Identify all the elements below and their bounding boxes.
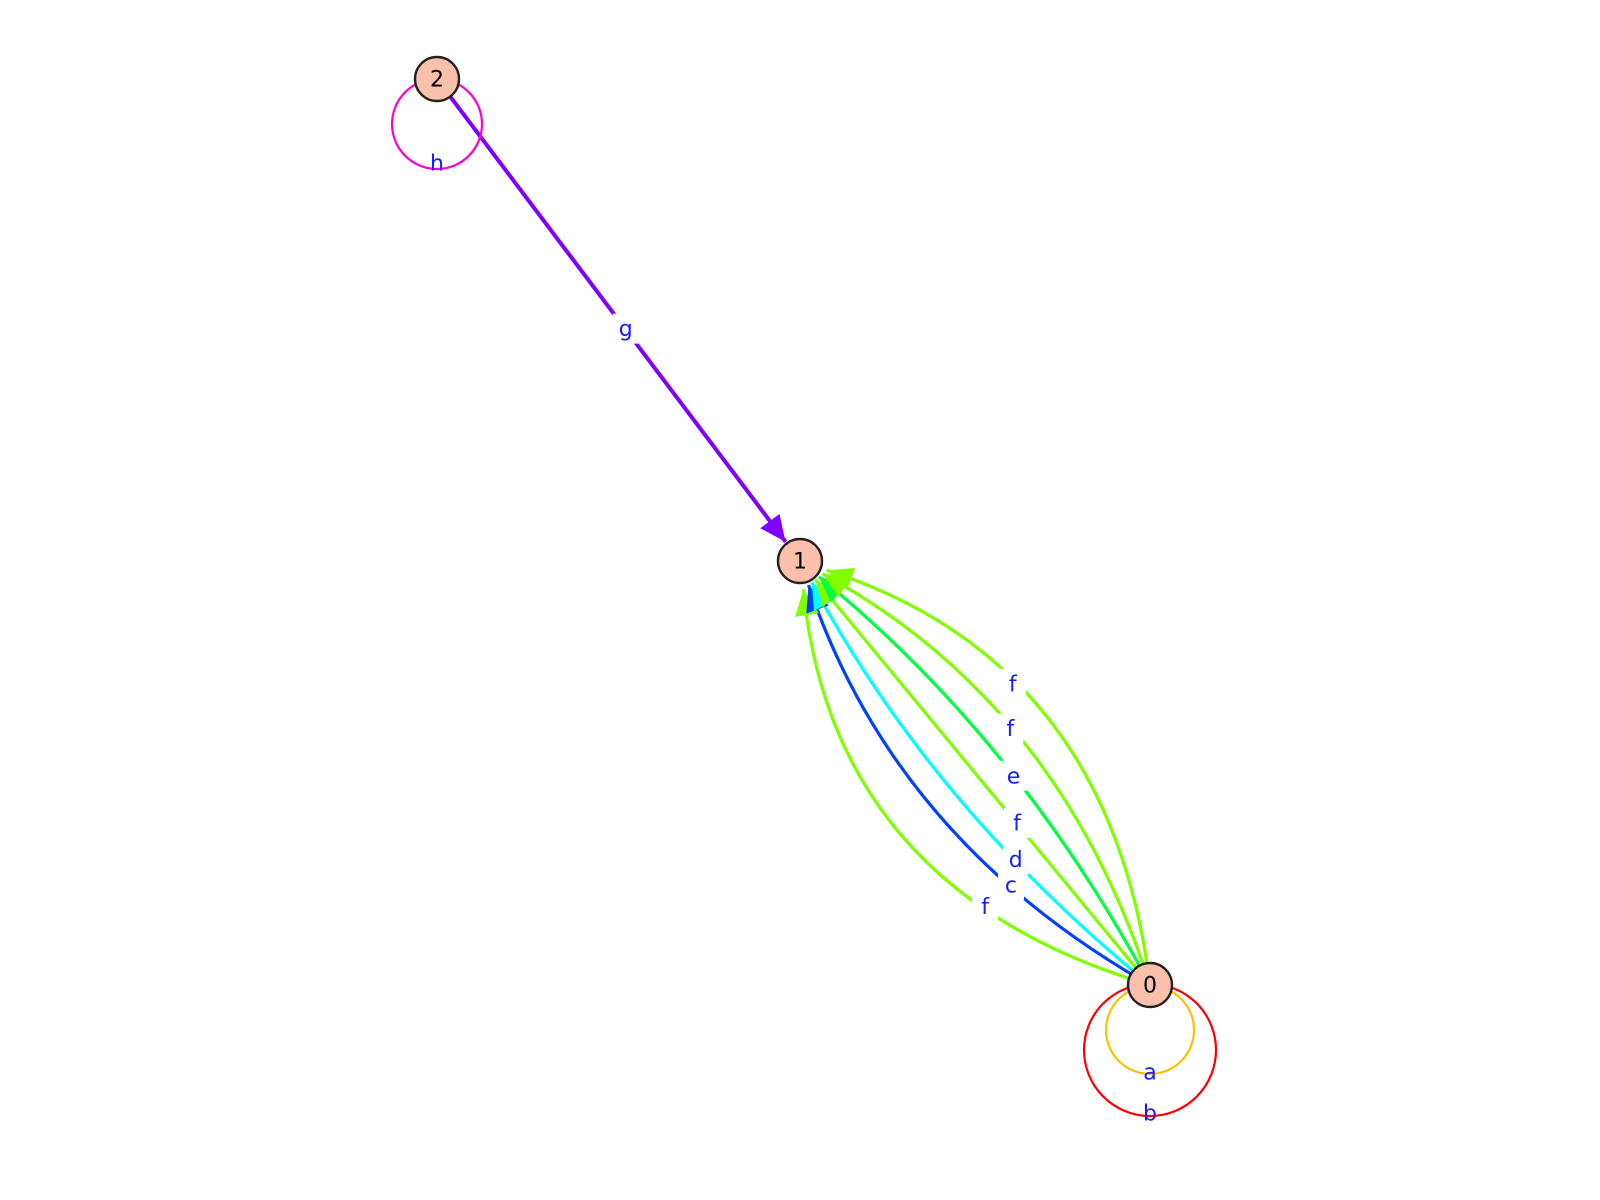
arrowhead-2-to-1 — [760, 513, 786, 542]
edge-label-f: f — [1009, 672, 1018, 697]
loop-label-a: a — [1143, 1061, 1156, 1086]
edge-label-f: f — [981, 895, 990, 920]
loop-label-h: h — [430, 152, 444, 177]
edge-0-to-1-e — [817, 575, 1152, 986]
node-circle — [1126, 961, 1174, 1009]
arrowhead-0-to-1 — [826, 567, 856, 591]
edge-label-f: f — [1006, 717, 1015, 742]
edge-0-to-1-f — [826, 568, 1152, 986]
node-label: 2 — [430, 68, 444, 93]
edge-label-background — [612, 313, 639, 344]
edge-2-to-1-g — [435, 77, 788, 544]
node-circle — [776, 537, 824, 585]
edge-0-to-1-d — [810, 581, 1152, 987]
node-circle — [413, 55, 461, 103]
node-2[interactable]: 2 — [413, 55, 461, 103]
edge-label-background — [999, 668, 1026, 699]
edge-label-background — [1004, 807, 1030, 838]
node-label: 1 — [793, 550, 807, 575]
edge-label-background — [972, 891, 999, 922]
loop-label-b: b — [1143, 1102, 1157, 1127]
node-label: 0 — [1143, 974, 1157, 999]
edge-label-e: e — [1007, 764, 1021, 789]
edge-0-to-1-f — [814, 578, 1152, 987]
edge-label-f: f — [1013, 811, 1022, 836]
edge-label-d: d — [1009, 848, 1023, 873]
edge-0-to-1-f — [801, 589, 1151, 987]
edge-label-c: c — [1005, 873, 1017, 898]
node-0[interactable]: 0 — [1126, 961, 1174, 1009]
edge-label-g: g — [619, 317, 633, 342]
edge-label-background — [1000, 760, 1027, 791]
edge-label-background — [997, 713, 1024, 744]
edge-0-to-1-c — [807, 584, 1151, 987]
edge-label-background — [1002, 844, 1029, 875]
edge-label-background — [997, 869, 1024, 900]
node-1[interactable]: 1 — [776, 537, 824, 585]
